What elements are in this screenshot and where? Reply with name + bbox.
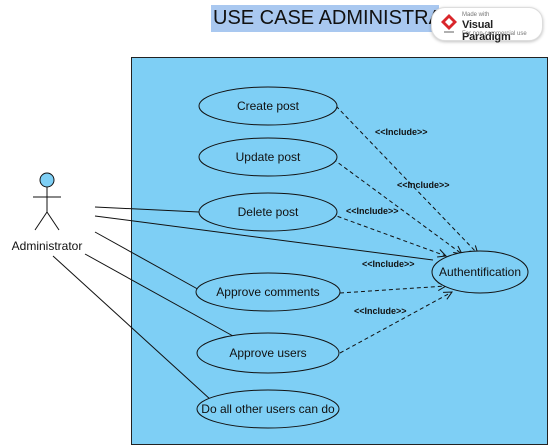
use-case-approve-comments[interactable]: Approve comments <box>195 272 341 312</box>
use-case-label: Do all other users can do <box>201 402 335 416</box>
use-case-label: Approve comments <box>216 285 319 299</box>
use-case-label: Delete post <box>238 205 299 219</box>
include-relationships: <<Include>> <<Include>> <<Include>> <<In… <box>330 105 478 354</box>
association-delete-post <box>94 206 200 213</box>
association-authentification <box>94 215 434 261</box>
watermark-badge[interactable]: Made with Visual Paradigm For non-commer… <box>431 7 543 43</box>
use-case-label: Approve users <box>229 346 306 360</box>
association-approve-comments <box>94 231 204 293</box>
use-case-create-post[interactable]: Create post <box>198 86 338 126</box>
include-arrow-approve-comments <box>339 286 446 294</box>
actor-right-leg <box>46 211 60 231</box>
include-label-authentification: <<Include>> <box>362 259 415 269</box>
visual-paradigm-logo-icon <box>441 14 457 33</box>
include-arrow-delete-post <box>330 213 446 256</box>
use-case-do-all-other[interactable]: Do all other users can do <box>196 389 340 429</box>
include-arrow-update-post <box>332 158 462 254</box>
diagram-title: USE CASE ADMINISTRATOR <box>211 5 439 32</box>
associations <box>52 206 434 401</box>
use-case-delete-post[interactable]: Delete post <box>198 192 338 232</box>
association-approve-users <box>84 253 234 337</box>
use-case-authentification[interactable]: Authentification <box>431 250 529 294</box>
actor-head <box>39 172 55 188</box>
actor-administrator[interactable]: Administrator <box>12 172 83 253</box>
include-label-delete-post: <<Include>> <box>346 206 399 216</box>
use-case-label: Authentification <box>439 265 521 279</box>
include-label-create-post: <<Include>> <box>375 127 428 137</box>
watermark-brand: Visual Paradigm <box>462 19 511 43</box>
actor-label: Administrator <box>12 239 83 253</box>
association-do-all-other <box>52 255 212 401</box>
actor-left-leg <box>34 211 48 231</box>
include-label-approve-users: <<Include>> <box>354 306 407 316</box>
include-label-update-post: <<Include>> <box>397 180 450 190</box>
use-case-label: Create post <box>237 99 300 113</box>
include-arrow-approve-users <box>339 292 452 354</box>
use-case-update-post[interactable]: Update post <box>198 137 338 177</box>
watermark-note: For non-commercial use <box>462 31 527 37</box>
include-arrow-create-post <box>335 105 478 254</box>
watermark-made-with: Made with <box>462 12 490 18</box>
use-case-approve-users[interactable]: Approve users <box>196 332 340 374</box>
use-case-label: Update post <box>236 150 301 164</box>
